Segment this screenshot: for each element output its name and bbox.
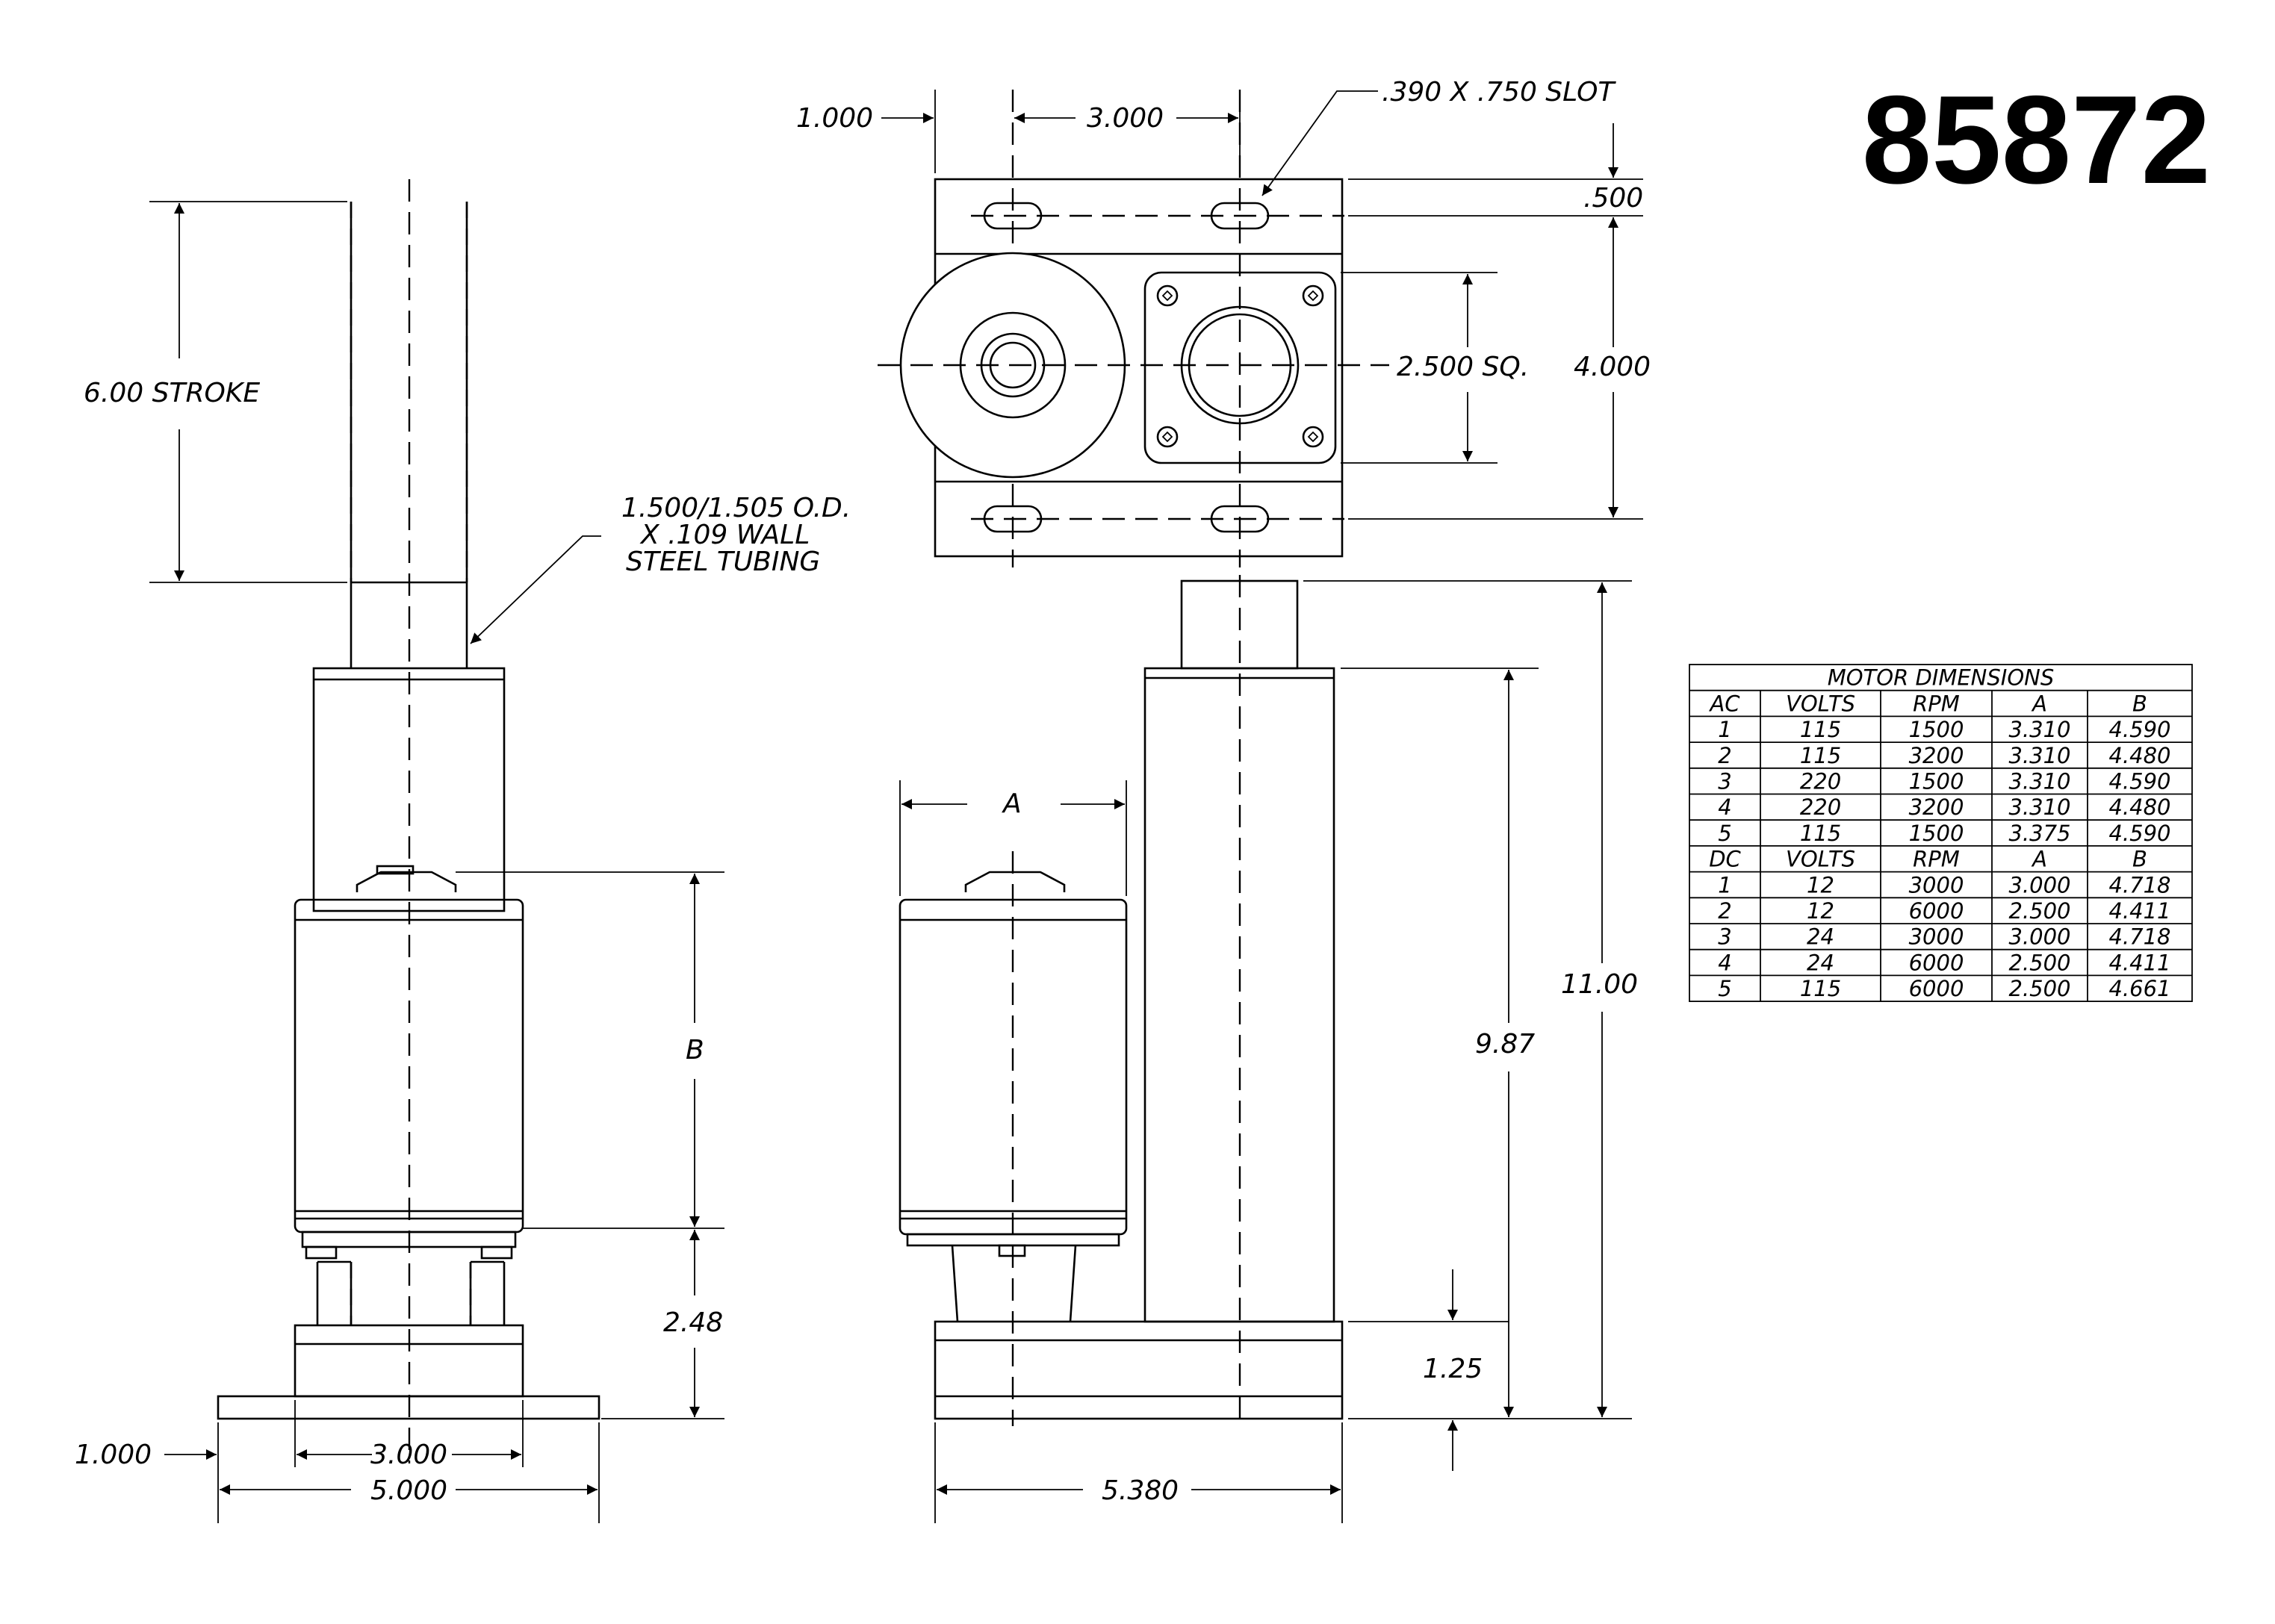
table-title: MOTOR DIMENSIONS bbox=[1828, 665, 2055, 691]
table-row-ac-cell: 3 bbox=[1718, 769, 1731, 794]
table-row-dc-cell: 3000 bbox=[1909, 872, 1964, 897]
table-row-ac-cell: 4.590 bbox=[2108, 821, 2170, 846]
part-number: 85872 bbox=[1862, 69, 2211, 210]
table-row-ac-cell: 4.480 bbox=[2108, 794, 2170, 820]
table-row-dc-cell: 3.000 bbox=[2008, 872, 2070, 897]
table-row-dc-cell: 3.000 bbox=[2008, 924, 2070, 950]
table-row-dc-cell: 2.500 bbox=[2008, 950, 2070, 975]
slot-label: .390 X .750 SLOT bbox=[1382, 77, 1616, 108]
table-row-dc-cell: 12 bbox=[1807, 898, 1834, 924]
table-row-dc-cell: 24 bbox=[1807, 950, 1834, 975]
tubing-label-1: 1.500/1.505 O.D. bbox=[621, 493, 851, 523]
table-row-ac-cell: 3.310 bbox=[2008, 794, 2070, 820]
table-row-ac-cell: 3.310 bbox=[2008, 717, 2070, 742]
table-row-ac-cell: 115 bbox=[1800, 743, 1841, 768]
table-row-dc-cell: 4.411 bbox=[2108, 898, 2170, 924]
table-row-ac-cell: 4.480 bbox=[2108, 743, 2170, 768]
motor-dimensions-table: MOTOR DIMENSIONS AC VOLTS RPM A B 1 115 1500 3.31… bbox=[1689, 664, 2193, 1003]
table-row-dc-cell: 3 bbox=[1718, 924, 1731, 950]
dim-248: 2.48 bbox=[663, 1307, 723, 1338]
table-row-ac-cell: 3.310 bbox=[2008, 769, 2070, 794]
table-row-ac-cell: 3200 bbox=[1909, 743, 1964, 768]
table-row-ac-cell: 5 bbox=[1718, 821, 1731, 846]
top-spacing-label: 3.000 bbox=[1087, 103, 1164, 134]
table-header-dc-cell: RPM bbox=[1913, 847, 1960, 872]
tubing-label-3: STEEL TUBING bbox=[626, 547, 820, 577]
table-header-ac-cell: B bbox=[2132, 691, 2147, 716]
table-row-ac-cell: 3200 bbox=[1909, 794, 1964, 820]
side-view-dimensions bbox=[899, 580, 1632, 1523]
table-row-ac-cell: 115 bbox=[1800, 717, 1841, 742]
top-view-dimensions bbox=[881, 90, 1643, 520]
table-header-dc-cell: VOLTS bbox=[1786, 847, 1855, 872]
table-row-dc-cell: 24 bbox=[1807, 924, 1834, 950]
front-view bbox=[217, 179, 600, 1463]
table-row-ac-cell: 4 bbox=[1718, 794, 1731, 820]
table-row-ac-cell: 1500 bbox=[1909, 769, 1964, 794]
table-header-ac-cell: VOLTS bbox=[1786, 691, 1855, 716]
stroke-label: 6.00 STROKE bbox=[84, 378, 260, 408]
side-view bbox=[898, 575, 1344, 1426]
table-header-ac-cell: A bbox=[2031, 691, 2047, 716]
table-row-dc-cell: 3000 bbox=[1909, 924, 1964, 950]
table-row-ac-cell: 220 bbox=[1800, 769, 1841, 794]
table-row-dc-cell: 115 bbox=[1800, 976, 1841, 1001]
table-row-ac-cell: 4.590 bbox=[2108, 769, 2170, 794]
base-offset-label: 1.000 bbox=[75, 1440, 152, 1470]
top-offset-label: 1.000 bbox=[796, 103, 873, 134]
table-row-dc-cell: 2 bbox=[1718, 898, 1731, 924]
dim-4000: 4.000 bbox=[1574, 352, 1651, 382]
dim-1100: 11.00 bbox=[1561, 969, 1638, 1000]
square-label: 2.500 SQ. bbox=[1397, 352, 1529, 382]
table-row-ac-cell: 1 bbox=[1718, 717, 1731, 742]
b-label: B bbox=[686, 1035, 704, 1065]
table-row-dc-cell: 4.718 bbox=[2108, 872, 2170, 897]
table-header-ac-cell: RPM bbox=[1913, 691, 1960, 716]
table-row-dc-cell: 2.500 bbox=[2008, 898, 2070, 924]
table-row-dc-cell: 6000 bbox=[1909, 976, 1964, 1001]
table-row-ac-cell: 115 bbox=[1800, 821, 1841, 846]
table-row-dc-cell: 4.718 bbox=[2108, 924, 2170, 950]
table-row-dc-cell: 1 bbox=[1718, 872, 1731, 897]
table-row-ac-cell: 220 bbox=[1800, 794, 1841, 820]
table-row-dc-cell: 4.661 bbox=[2108, 976, 2170, 1001]
front-view-dimensions bbox=[149, 201, 724, 1523]
table-row-ac-cell: 1500 bbox=[1909, 717, 1964, 742]
dim-125: 1.25 bbox=[1423, 1354, 1483, 1384]
table-row-dc-cell: 5 bbox=[1718, 976, 1731, 1001]
table-row-dc-cell: 4.411 bbox=[2108, 950, 2170, 975]
a-label: A bbox=[1002, 788, 1022, 819]
table-row-dc-cell: 6000 bbox=[1909, 950, 1964, 975]
top-view bbox=[878, 90, 1389, 567]
table-header-dc-cell: A bbox=[2031, 847, 2047, 872]
table-row-dc-cell: 4 bbox=[1718, 950, 1731, 975]
tubing-label-2: X .109 WALL bbox=[639, 520, 810, 550]
table-header-dc-cell: B bbox=[2132, 847, 2147, 872]
flange-bolt-icons bbox=[1156, 284, 1324, 448]
dim-987: 9.87 bbox=[1475, 1029, 1535, 1060]
base-width-label: 5.000 bbox=[370, 1475, 447, 1506]
table-header-ac-cell: AC bbox=[1708, 691, 1740, 716]
table-row-dc-cell: 2.500 bbox=[2008, 976, 2070, 1001]
table-border bbox=[1689, 664, 2193, 1003]
table-row-dc-cell: 6000 bbox=[1909, 898, 1964, 924]
table-row-ac-cell: 3.310 bbox=[2008, 743, 2070, 768]
table-row-ac-cell: 3.375 bbox=[2008, 821, 2070, 846]
table-row-ac-cell: 1500 bbox=[1909, 821, 1964, 846]
base-spacing-label: 3.000 bbox=[370, 1440, 447, 1470]
dim-500: .500 bbox=[1583, 183, 1643, 214]
side-length-label: 5.380 bbox=[1102, 1475, 1179, 1506]
table-row-dc-cell: 12 bbox=[1807, 872, 1834, 897]
table-row-ac-cell: 2 bbox=[1718, 743, 1731, 768]
table-header-dc-cell: DC bbox=[1709, 847, 1741, 872]
table-row-ac-cell: 4.590 bbox=[2108, 717, 2170, 742]
